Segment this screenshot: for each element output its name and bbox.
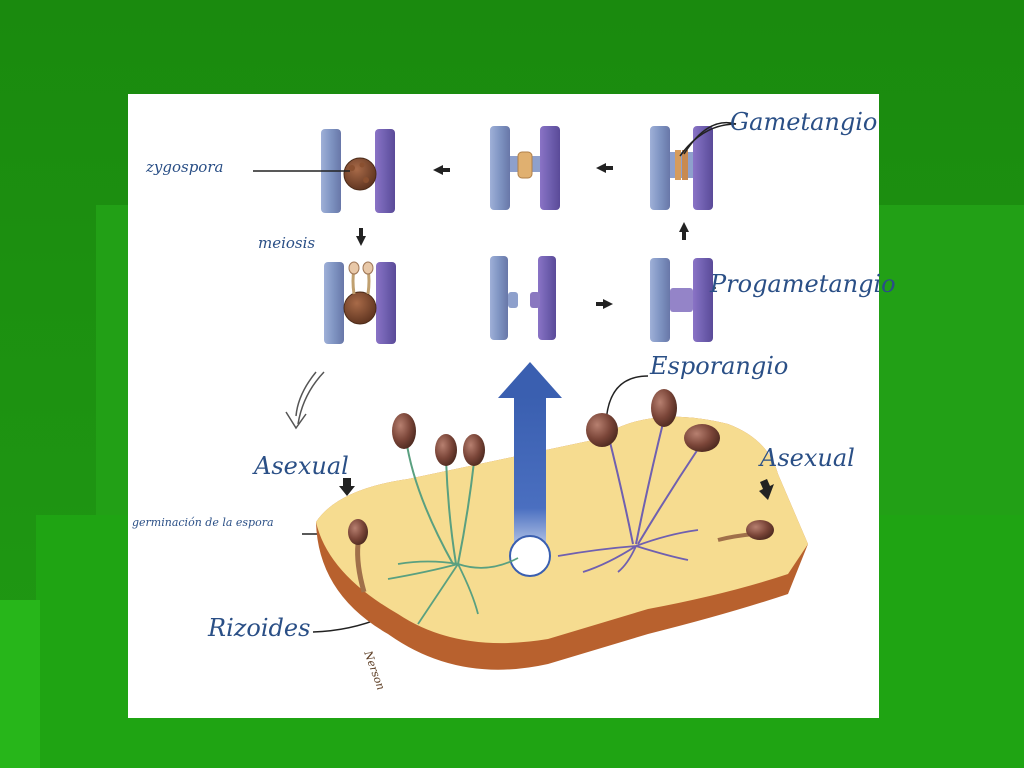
label-zygospora: zygospora: [146, 158, 224, 176]
arrow-asexual-left: [339, 478, 355, 496]
arrow-right: [596, 299, 613, 309]
sporangium-right-3: [684, 424, 720, 452]
diagram-panel: zygospora meiosis Gametangio Progametang…: [128, 94, 896, 718]
stage-gametangio: [650, 126, 713, 210]
stage-gametangia-fusing: [490, 126, 560, 210]
arrow-asexual-right: [759, 479, 774, 500]
arrow-left-2: [596, 163, 613, 173]
life-cycle-diagram: [253, 121, 808, 670]
center-spore: [509, 535, 551, 577]
cycle-arrows: [356, 163, 689, 309]
gametangium-right: [682, 150, 688, 180]
sporangium-right-1: [586, 413, 618, 447]
progametangia: [670, 288, 693, 312]
label-asexual-right: Asexual: [760, 444, 855, 472]
hypha-minus: [375, 129, 395, 213]
substrate-top: [316, 416, 808, 644]
label-meiosis: meiosis: [258, 234, 316, 252]
germinating-spore-left: [348, 519, 368, 593]
label-asexual-left: Asexual: [254, 452, 349, 480]
sporangium-left-3: [463, 434, 485, 466]
label-progametangio: Progametangio: [710, 270, 896, 298]
germ-sporangium-left: [348, 261, 360, 275]
left-colony: [387, 413, 519, 625]
sporangium-left-2: [435, 434, 457, 466]
hollow-arrow: [285, 371, 325, 430]
arrow-up: [679, 222, 689, 240]
sporangium-left-1: [392, 413, 416, 449]
gametangium-left: [675, 150, 681, 180]
rhizoids-left: [387, 557, 519, 625]
sporangium-right-2: [651, 389, 677, 427]
fused-gametangia: [517, 151, 533, 179]
label-rizoides: Rizoides: [208, 614, 311, 642]
germinating-spore-right: [717, 520, 774, 542]
label-germinacion: germinación de la espora: [132, 516, 274, 529]
label-esporangio: Esporangio: [650, 352, 789, 380]
germ-sporangium-right: [362, 261, 374, 275]
arrow-down-meiosis: [356, 228, 366, 246]
slide-background-corner: [0, 600, 40, 768]
arrow-left-1: [433, 165, 450, 175]
substrate-bread: [316, 416, 808, 670]
stage-zygospore: [321, 129, 395, 213]
rhizoids-right: [557, 529, 699, 573]
stage-germinating-zygospore: [324, 261, 396, 344]
stage-hyphae-approaching: [490, 256, 556, 340]
big-up-arrow: [498, 362, 562, 577]
label-gametangio: Gametangio: [730, 108, 878, 136]
stage-progametangio: [650, 258, 713, 342]
zygospore: [343, 157, 377, 191]
right-colony: [557, 389, 720, 573]
